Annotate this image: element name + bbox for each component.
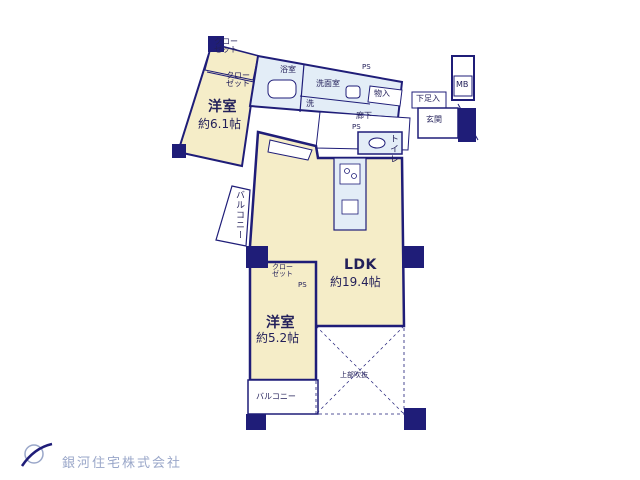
sink-icon xyxy=(345,85,361,99)
shoe-storage-label: 下足入 xyxy=(416,94,440,103)
entrance-label: 玄関 xyxy=(426,115,442,124)
toilet-icon xyxy=(368,137,386,149)
western-room-2 xyxy=(247,260,319,415)
closet-ldk-label: クローゼット xyxy=(272,263,293,278)
bathtub-icon xyxy=(267,79,297,99)
western-room-2-name: 洋室 xyxy=(266,315,295,331)
company-name: 銀河住宅株式会社 xyxy=(62,456,183,471)
washroom-label: 洗面室 xyxy=(316,79,340,88)
wash-label: 洗 xyxy=(306,99,314,108)
toilet-label: トイレ xyxy=(388,134,398,164)
hallway-toilet xyxy=(315,111,411,155)
wet-area xyxy=(248,54,404,120)
hallway-label: 廊下 xyxy=(356,111,372,120)
bath-label: 浴室 xyxy=(280,65,296,74)
ps-hall-label: PS xyxy=(352,123,361,131)
balcony-side xyxy=(215,185,251,247)
ps-ldk-label: PS xyxy=(298,281,307,289)
structural-columns xyxy=(172,36,476,430)
western-room-1 xyxy=(176,42,260,168)
entrance-area xyxy=(367,55,479,141)
balcony-bottom-label: バルコニー xyxy=(256,392,296,401)
western-room-1-size: 約6.1帖 xyxy=(198,117,242,131)
mb-label: MB xyxy=(456,80,469,89)
ldk-size: 約19.4帖 xyxy=(330,275,381,289)
storage-label: 物入 xyxy=(374,89,390,98)
ldk-name: LDK xyxy=(344,257,377,273)
closet-inner-label: クローゼット xyxy=(226,71,250,88)
balcony-side-label: バルコニー xyxy=(234,190,244,240)
void-label: 上部吹抜 xyxy=(340,371,368,379)
void-above xyxy=(315,325,405,415)
western-room-2-size: 約5.2帖 xyxy=(256,331,300,345)
company-logo-mark xyxy=(20,442,53,467)
closet-top-label: クローゼット xyxy=(214,37,238,54)
western-room-1-name: 洋室 xyxy=(208,99,237,115)
ps-top-label: PS xyxy=(362,63,371,71)
